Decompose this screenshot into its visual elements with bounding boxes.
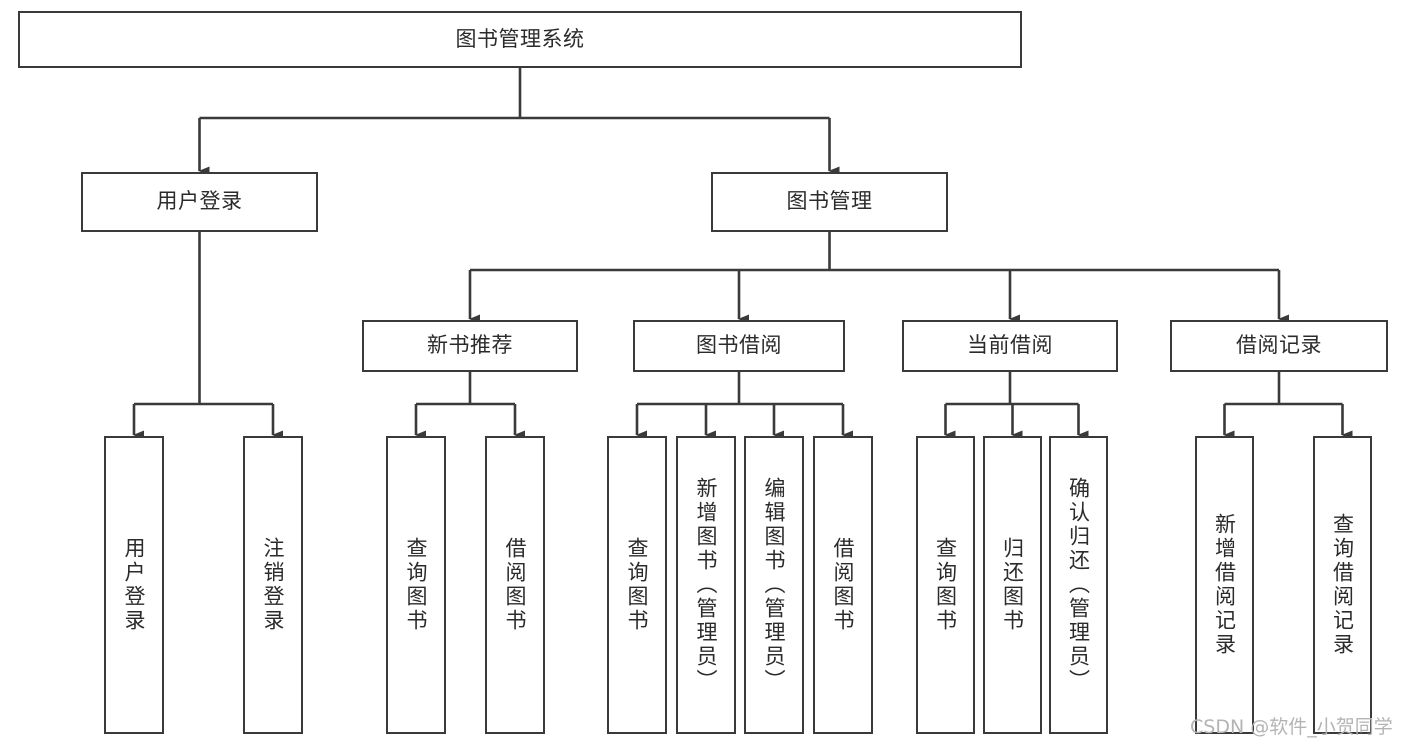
leaf-add-book-admin[interactable]: 新增图书（管理员） <box>676 436 736 734</box>
leaf-query-book-recommend-label: 查询图书 <box>404 537 429 633</box>
leaf-return-book-label: 归还图书 <box>1000 537 1025 633</box>
leaf-borrow-book-label: 借阅图书 <box>831 537 856 633</box>
node-root[interactable]: 图书管理系统 <box>18 11 1022 68</box>
node-current-borrow[interactable]: 当前借阅 <box>902 320 1118 372</box>
leaf-user-login-label: 用户登录 <box>122 537 147 633</box>
leaf-confirm-return-admin-label: 确认归还（管理员） <box>1066 477 1091 693</box>
leaf-borrow-book-recommend-label: 借阅图书 <box>503 537 528 633</box>
leaf-query-book-current-label: 查询图书 <box>933 537 958 633</box>
leaf-query-book-borrow[interactable]: 查询图书 <box>607 436 667 734</box>
leaf-query-book-recommend[interactable]: 查询图书 <box>386 436 446 734</box>
leaf-query-book-borrow-label: 查询图书 <box>625 537 650 633</box>
node-new-book-recommend-label: 新书推荐 <box>427 333 513 358</box>
leaf-return-book[interactable]: 归还图书 <box>983 436 1042 734</box>
leaf-user-logout[interactable]: 注销登录 <box>243 436 303 734</box>
node-root-label: 图书管理系统 <box>455 26 585 51</box>
node-borrow-record[interactable]: 借阅记录 <box>1170 320 1388 372</box>
leaf-user-login[interactable]: 用户登录 <box>104 436 164 734</box>
node-user-login-label: 用户登录 <box>156 189 243 214</box>
leaf-edit-book-admin-label: 编辑图书（管理员） <box>762 477 787 693</box>
node-borrow-record-label: 借阅记录 <box>1236 333 1322 358</box>
leaf-edit-book-admin[interactable]: 编辑图书（管理员） <box>744 436 804 734</box>
leaf-borrow-book-recommend[interactable]: 借阅图书 <box>485 436 545 734</box>
leaf-query-borrow-record[interactable]: 查询借阅记录 <box>1313 436 1372 734</box>
leaf-add-book-admin-label: 新增图书（管理员） <box>694 477 719 693</box>
node-book-borrow[interactable]: 图书借阅 <box>633 320 845 372</box>
node-new-book-recommend[interactable]: 新书推荐 <box>362 320 578 372</box>
leaf-borrow-book[interactable]: 借阅图书 <box>813 436 873 734</box>
node-current-borrow-label: 当前借阅 <box>967 333 1053 358</box>
node-user-login[interactable]: 用户登录 <box>81 172 318 232</box>
leaf-query-book-current[interactable]: 查询图书 <box>916 436 975 734</box>
leaf-confirm-return-admin[interactable]: 确认归还（管理员） <box>1049 436 1108 734</box>
leaf-query-borrow-record-label: 查询借阅记录 <box>1330 513 1355 657</box>
node-book-borrow-label: 图书借阅 <box>696 333 782 358</box>
node-book-management-label: 图书管理 <box>786 189 873 214</box>
leaf-user-logout-label: 注销登录 <box>261 537 286 633</box>
node-book-management[interactable]: 图书管理 <box>711 172 948 232</box>
leaf-add-borrow-record[interactable]: 新增借阅记录 <box>1195 436 1254 734</box>
leaf-add-borrow-record-label: 新增借阅记录 <box>1212 513 1237 657</box>
